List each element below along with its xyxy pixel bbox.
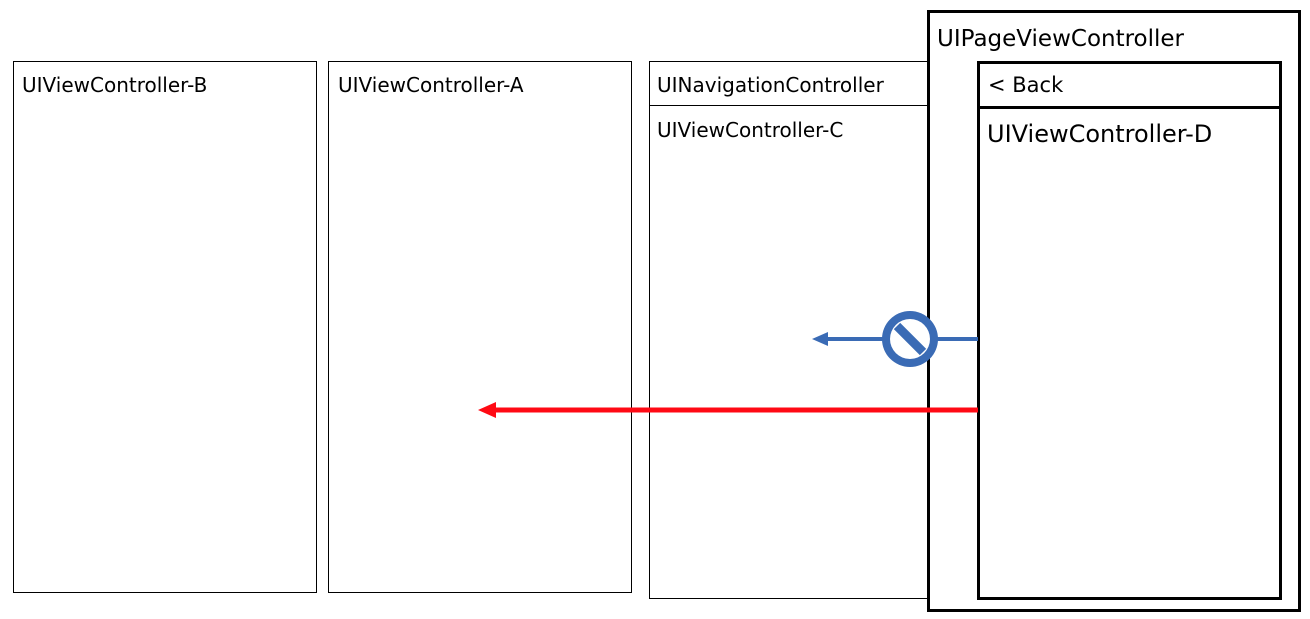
- navigation-controller: UINavigationController UIViewController-…: [649, 61, 953, 599]
- navigation-bar-divider: [650, 105, 952, 106]
- view-controller-a-label: UIViewController-A: [338, 73, 524, 97]
- page-view-controller-label: UIPageViewController: [937, 26, 1185, 52]
- view-controller-b-label: UIViewController-B: [22, 73, 208, 97]
- view-controller-b: UIViewController-B: [13, 61, 317, 593]
- navigation-controller-label: UINavigationController: [657, 73, 884, 97]
- view-controller-d: < Back UIViewController-D: [977, 61, 1282, 600]
- back-button[interactable]: < Back: [988, 73, 1064, 97]
- view-controller-a: UIViewController-A: [328, 61, 632, 593]
- view-controller-d-label: UIViewController-D: [987, 120, 1213, 148]
- navigation-bar: < Back: [980, 64, 1279, 109]
- view-controller-c-label: UIViewController-C: [657, 118, 844, 142]
